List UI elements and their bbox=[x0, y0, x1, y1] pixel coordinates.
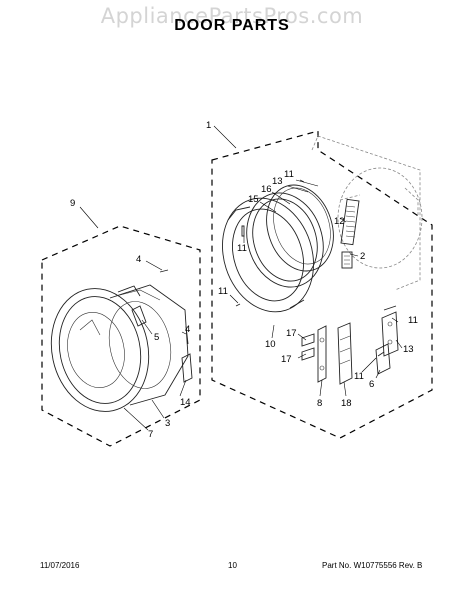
callout-11-frame: 11 bbox=[237, 243, 247, 254]
callout-1: 1 bbox=[206, 120, 211, 131]
callout-6: 6 bbox=[369, 379, 374, 390]
vent-grille-part-12 bbox=[340, 198, 360, 246]
leader-lines bbox=[79, 125, 403, 431]
callout-5: 5 bbox=[154, 332, 159, 343]
callout-15: 15 bbox=[248, 194, 259, 205]
callout-12: 12 bbox=[334, 216, 345, 227]
page-title: DOOR PARTS bbox=[174, 17, 290, 34]
hinge-part-14 bbox=[181, 353, 193, 383]
outer-door-part-7 bbox=[50, 288, 150, 412]
callout-3: 3 bbox=[165, 418, 170, 429]
callout-13-right: 13 bbox=[403, 344, 414, 355]
screws-part-4 bbox=[159, 269, 189, 345]
hinge-bracket-part-6 bbox=[375, 343, 391, 375]
callout-11-left: 11 bbox=[218, 286, 228, 297]
footer-page-number: 10 bbox=[228, 561, 237, 570]
callout-7: 7 bbox=[148, 429, 153, 440]
callout-2: 2 bbox=[360, 251, 365, 262]
callout-11-top: 11 bbox=[284, 169, 294, 180]
hinge-part-8 bbox=[317, 325, 327, 383]
hinge-part-18 bbox=[337, 322, 353, 385]
callout-10: 10 bbox=[265, 339, 276, 350]
door-gasket bbox=[266, 184, 334, 272]
footer-part-number: Part No. W10775556 Rev. B bbox=[322, 561, 423, 570]
assembly-1-boundary bbox=[211, 130, 433, 439]
callout-16: 16 bbox=[261, 184, 272, 195]
screw-part-11 bbox=[235, 179, 397, 357]
footer-date: 11/07/2016 bbox=[40, 561, 80, 570]
callout-11-bottom: 11 bbox=[354, 371, 364, 382]
latch-part-2 bbox=[341, 251, 353, 269]
watermark: AppliancePartsPros.com bbox=[100, 4, 364, 28]
callout-13-top: 13 bbox=[272, 176, 283, 187]
callout-4-right: 4 bbox=[185, 324, 190, 335]
callout-18: 18 bbox=[341, 398, 352, 409]
callout-14: 14 bbox=[180, 397, 191, 408]
callout-8: 8 bbox=[317, 398, 322, 409]
callout-17-top: 17 bbox=[286, 328, 297, 339]
assembly-9-boundary bbox=[41, 225, 201, 447]
bracket-part-5 bbox=[131, 305, 147, 327]
door-frame bbox=[222, 197, 314, 313]
washer-front-outline bbox=[311, 135, 423, 291]
callout-17-bottom: 17 bbox=[281, 354, 292, 365]
callout-4-top: 4 bbox=[136, 254, 141, 265]
callout-11-right: 11 bbox=[408, 315, 418, 326]
hinge-plate-part-13 bbox=[381, 311, 399, 357]
door-glass-ring bbox=[246, 192, 324, 288]
callout-9: 9 bbox=[70, 198, 75, 209]
spacers-part-17 bbox=[301, 333, 315, 361]
